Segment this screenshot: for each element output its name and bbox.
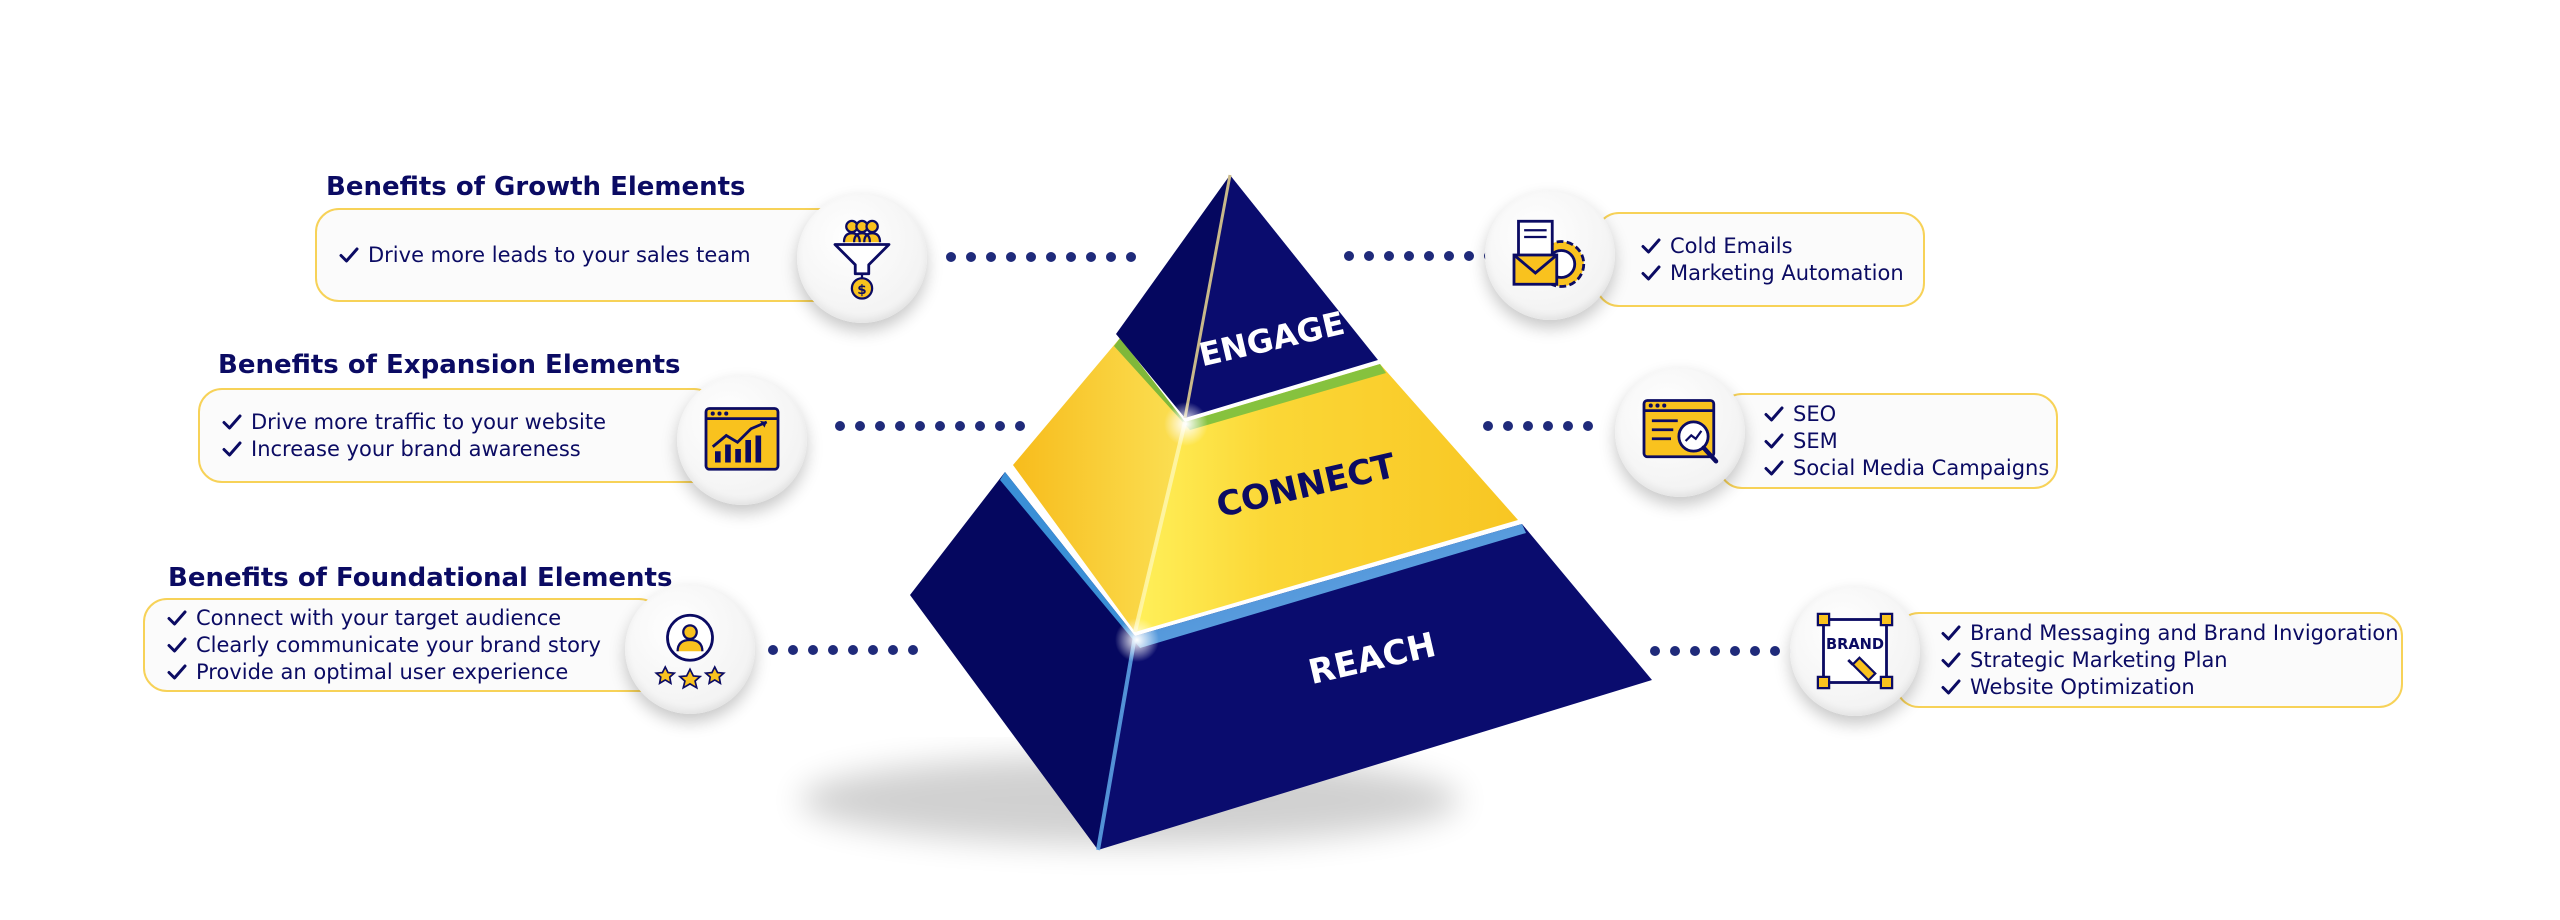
expansion-icon-badge (677, 375, 807, 505)
connect-services-card: SEO SEM Social Media Campaigns (1718, 393, 2058, 489)
checkmark-icon (1941, 679, 1961, 695)
list-item: Drive more traffic to your website (222, 409, 676, 436)
foundational-heading: Benefits of Foundational Elements (168, 563, 673, 593)
foundational-icon-badge (625, 584, 755, 714)
connector-dots (768, 645, 918, 655)
growth-chart-icon (704, 407, 780, 471)
checkmark-icon (167, 637, 187, 653)
checkmark-icon (1941, 652, 1961, 668)
email-automation-icon (1512, 219, 1586, 288)
expansion-heading: Benefits of Expansion Elements (218, 350, 681, 380)
user-rating-icon (654, 613, 726, 690)
list-item: Clearly communicate your brand story (167, 632, 621, 659)
list-item: SEO (1764, 401, 2042, 428)
growth-benefits-card: Drive more leads to your sales team (315, 208, 845, 302)
checkmark-icon (1764, 406, 1784, 422)
growth-heading: Benefits of Growth Elements (326, 172, 746, 202)
list-item: Increase your brand awareness (222, 436, 676, 463)
list-item: Strategic Marketing Plan (1941, 647, 2387, 674)
list-item: Cold Emails (1641, 233, 1909, 260)
sales-funnel-icon: $ (833, 219, 891, 300)
checkmark-icon (339, 247, 359, 263)
connector-dots (946, 252, 1136, 262)
list-item: Provide an optimal user experience (167, 659, 621, 686)
highlight-glow (1115, 618, 1159, 662)
brand-design-icon: BRAND (1816, 612, 1894, 690)
list-item: Website Optimization (1941, 674, 2387, 701)
list-item: Brand Messaging and Brand Invigoration (1941, 620, 2399, 647)
checkmark-icon (1764, 460, 1784, 476)
checkmark-icon (1641, 238, 1661, 254)
list-item: Drive more leads to your sales team (339, 242, 803, 269)
foundational-benefits-card: Connect with your target audience Clearl… (143, 598, 663, 692)
list-item: Connect with your target audience (167, 605, 621, 632)
list-item: Social Media Campaigns (1764, 455, 2049, 482)
growth-icon-badge: $ (797, 193, 927, 323)
engage-services-card: Cold Emails Marketing Automation (1595, 212, 1925, 307)
list-item: SEM (1764, 428, 2042, 455)
connector-dots (1483, 421, 1593, 431)
reach-services-card: Brand Messaging and Brand Invigoration S… (1895, 612, 2403, 708)
expansion-benefits-card: Drive more traffic to your website Incre… (198, 388, 718, 483)
pyramid-tier-engage (1116, 174, 1378, 419)
pyramid-tier-reach (910, 472, 1652, 851)
connect-icon-badge (1615, 367, 1745, 497)
checkmark-icon (1941, 625, 1961, 641)
checkmark-icon (167, 664, 187, 680)
svg-text:$: $ (857, 282, 866, 298)
seo-analytics-icon (1642, 399, 1719, 464)
reach-icon-badge: BRAND (1790, 586, 1920, 716)
checkmark-icon (222, 414, 242, 430)
connector-dots (1650, 646, 1800, 656)
checkmark-icon (167, 610, 187, 626)
pyramid-tier-connect (1013, 338, 1518, 633)
checkmark-icon (222, 441, 242, 457)
list-item: Marketing Automation (1641, 260, 1909, 287)
connector-dots (1344, 251, 1494, 261)
checkmark-icon (1764, 433, 1784, 449)
connector-dots (835, 421, 1025, 431)
engage-icon-badge (1485, 190, 1615, 320)
brand-icon-text: BRAND (1826, 636, 1884, 653)
highlight-glow (1164, 402, 1208, 446)
checkmark-icon (1641, 265, 1661, 281)
